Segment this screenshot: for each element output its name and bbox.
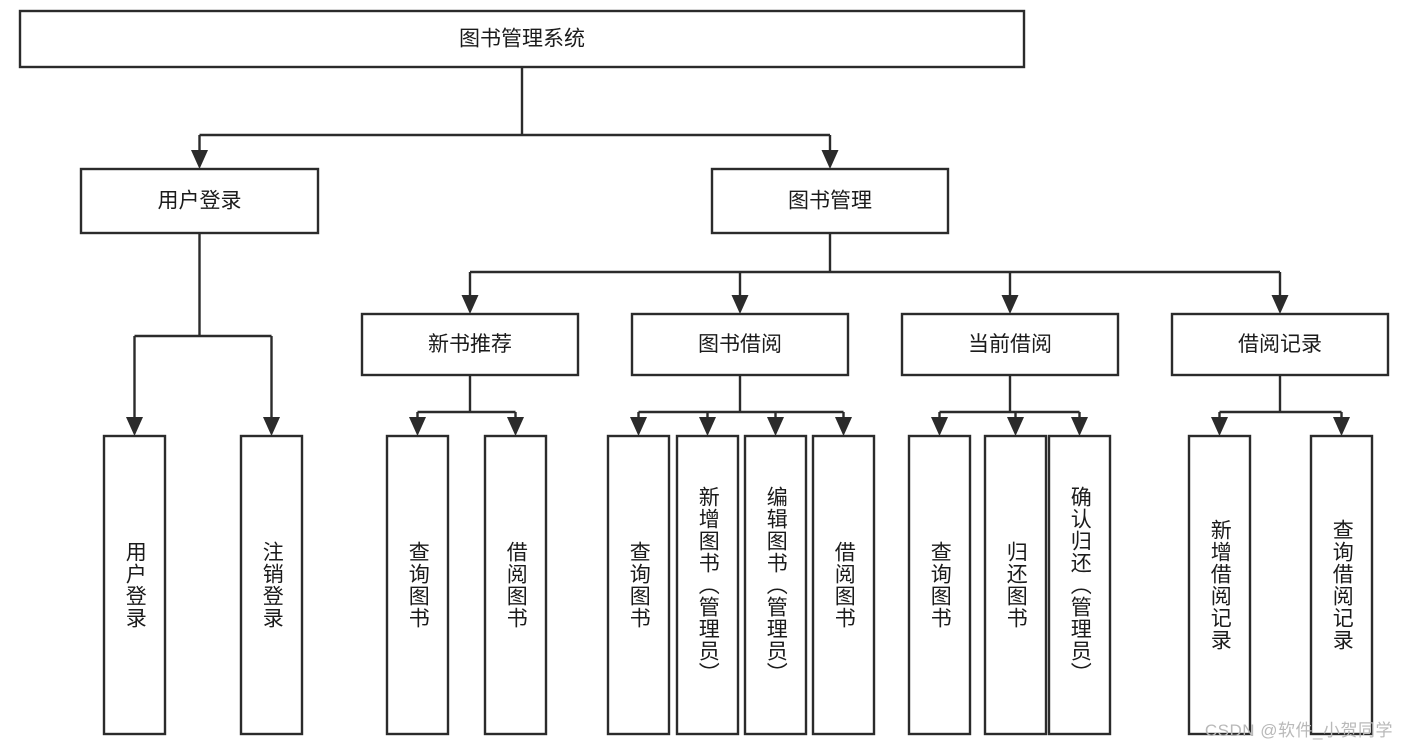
node-box-system-root[interactable] bbox=[18, 9, 1026, 69]
node-box-book-borrow[interactable] bbox=[630, 312, 850, 377]
node-box-leaf-user-login[interactable] bbox=[102, 434, 167, 736]
book-borrow-to-leaf-edit-book-admin-arrowhead bbox=[767, 417, 784, 436]
bookmgmt-to-borrow-records-arrowhead bbox=[1271, 295, 1289, 314]
node-label-current-borrow: 当前借阅 bbox=[968, 333, 1052, 356]
root-to-book-management-arrowhead bbox=[821, 150, 839, 169]
node-box-leaf-borrow-book[interactable] bbox=[811, 434, 876, 736]
node-label-book-borrow: 图书借阅 bbox=[698, 333, 782, 356]
borrow-records-to-leaf-add-borrow-record-arrowhead bbox=[1211, 417, 1228, 436]
node-box-leaf-logout-login[interactable] bbox=[239, 434, 304, 736]
current-borrow-to-leaf-confirm-return-admin-arrowhead bbox=[1071, 417, 1088, 436]
node-box-leaf-query-borrow-record[interactable] bbox=[1309, 434, 1374, 736]
node-label-system-root: 图书管理系统 bbox=[459, 28, 585, 51]
node-box-new-book-recommend[interactable] bbox=[360, 312, 580, 377]
node-box-current-borrow[interactable] bbox=[900, 312, 1120, 377]
borrow-records-to-leaf-query-borrow-record-arrowhead bbox=[1333, 417, 1350, 436]
node-box-leaf-add-book-admin[interactable] bbox=[675, 434, 740, 736]
node-box-borrow-records[interactable] bbox=[1170, 312, 1390, 377]
new-book-recommend-to-leaf-query-book-recommend-arrowhead bbox=[409, 417, 426, 436]
csdn-watermark: CSDN @软件_小贺同学 bbox=[1204, 721, 1393, 740]
node-box-leaf-return-book[interactable] bbox=[983, 434, 1048, 736]
node-box-leaf-add-borrow-record[interactable] bbox=[1187, 434, 1252, 736]
book-borrow-to-leaf-add-book-admin-arrowhead bbox=[699, 417, 716, 436]
node-box-book-management[interactable] bbox=[710, 167, 950, 235]
node-box-leaf-query-book-current[interactable] bbox=[907, 434, 972, 736]
node-box-layer bbox=[18, 9, 1390, 736]
node-box-leaf-borrow-book-recommend[interactable] bbox=[483, 434, 548, 736]
node-label-user-login: 用户登录 bbox=[158, 190, 242, 213]
new-book-recommend-to-leaf-borrow-book-recommend-arrowhead bbox=[507, 417, 524, 436]
node-box-user-login[interactable] bbox=[79, 167, 320, 235]
book-borrow-to-leaf-borrow-book-arrowhead bbox=[835, 417, 852, 436]
node-box-leaf-query-book-borrow[interactable] bbox=[606, 434, 671, 736]
bookmgmt-to-current-borrow-arrowhead bbox=[1001, 295, 1019, 314]
current-borrow-to-leaf-return-book-arrowhead bbox=[1007, 417, 1024, 436]
node-label-borrow-records: 借阅记录 bbox=[1238, 333, 1322, 356]
bookmgmt-to-book-borrow-arrowhead bbox=[731, 295, 749, 314]
connector-layer bbox=[126, 67, 1350, 436]
node-label-book-management: 图书管理 bbox=[788, 190, 872, 213]
current-borrow-to-leaf-query-book-current-arrowhead bbox=[931, 417, 948, 436]
node-box-leaf-edit-book-admin[interactable] bbox=[743, 434, 808, 736]
userlogin-to-leaf-logout-login-arrowhead bbox=[263, 417, 280, 436]
root-to-user-login-arrowhead bbox=[191, 150, 208, 169]
userlogin-to-leaf-user-login-arrowhead bbox=[126, 417, 143, 436]
book-borrow-to-leaf-query-book-borrow-arrowhead bbox=[630, 417, 647, 436]
node-box-leaf-confirm-return-admin[interactable] bbox=[1047, 434, 1112, 736]
node-label-new-book-recommend: 新书推荐 bbox=[428, 333, 512, 356]
node-box-leaf-query-book-recommend[interactable] bbox=[385, 434, 450, 736]
bookmgmt-to-new-book-recommend-arrowhead bbox=[461, 295, 479, 314]
